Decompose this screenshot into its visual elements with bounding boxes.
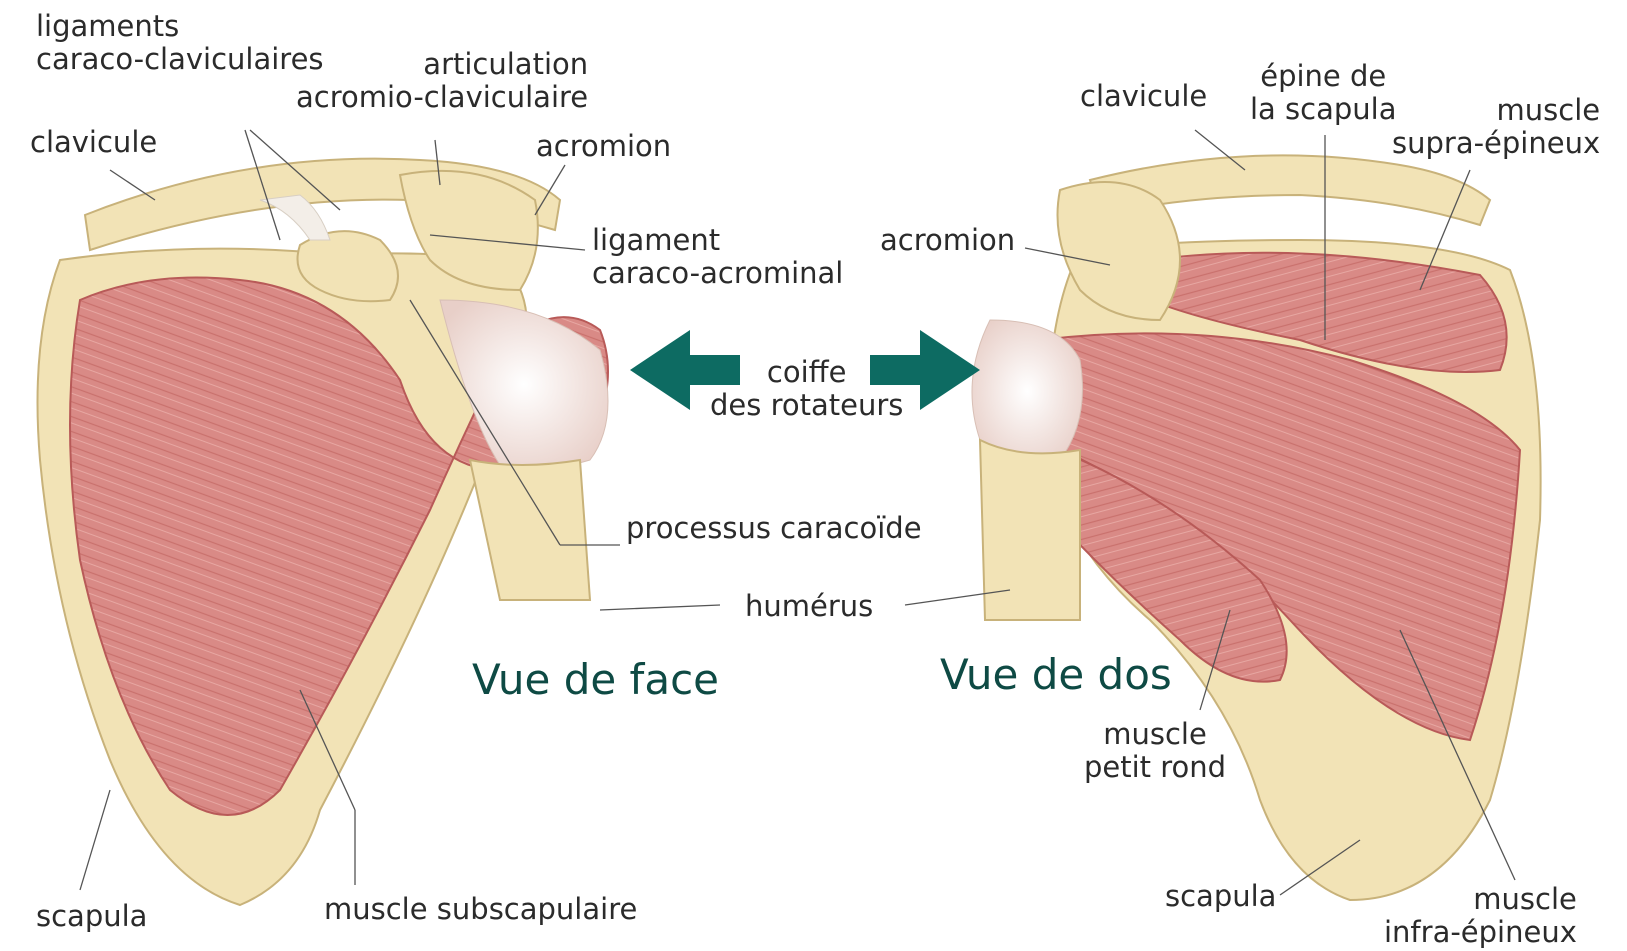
label-ac-joint: articulation acromio-claviculaire bbox=[296, 48, 588, 114]
label-text: muscle petit rond bbox=[1084, 718, 1226, 784]
front-view-title: Vue de face bbox=[472, 655, 719, 704]
label-text: ligaments caraco-claviculaires bbox=[36, 10, 324, 76]
label-back-acromion: acromion bbox=[880, 224, 1015, 257]
label-teres-minor: muscle petit rond bbox=[1084, 718, 1226, 784]
label-coraco-clavicular-ligaments: ligaments caraco-claviculaires bbox=[36, 10, 324, 76]
label-front-clavicle: clavicule bbox=[30, 126, 157, 159]
label-back-clavicle: clavicule bbox=[1080, 80, 1207, 113]
label-back-scapula: scapula bbox=[1165, 880, 1276, 913]
label-text: articulation acromio-claviculaire bbox=[296, 48, 588, 114]
label-humerus: humérus bbox=[745, 590, 873, 623]
label-text: ligament caraco-acrominal bbox=[592, 224, 843, 290]
back-view-title: Vue de dos bbox=[940, 650, 1172, 699]
back-humerus-bone bbox=[980, 440, 1080, 620]
label-text: épine de la scapula bbox=[1250, 60, 1397, 126]
label-coracoid: processus caracoïde bbox=[626, 512, 922, 545]
front-view-drawing bbox=[38, 159, 609, 905]
label-infraspinatus: muscle infra-épineux bbox=[1384, 883, 1577, 949]
label-supraspinatus: muscle supra-épineux bbox=[1392, 94, 1600, 160]
label-front-acromion: acromion bbox=[536, 130, 671, 163]
back-rotator-tendon bbox=[972, 320, 1083, 463]
label-rotator-cuff: coiffe des rotateurs bbox=[710, 356, 903, 422]
label-scapular-spine: épine de la scapula bbox=[1250, 60, 1397, 126]
label-text: muscle supra-épineux bbox=[1392, 94, 1600, 160]
label-subscapularis: muscle subscapulaire bbox=[324, 893, 637, 926]
label-front-scapula: scapula bbox=[36, 900, 147, 933]
label-text: coiffe des rotateurs bbox=[710, 356, 903, 422]
label-coraco-acromial: ligament caraco-acrominal bbox=[592, 224, 843, 290]
label-text: muscle infra-épineux bbox=[1384, 883, 1577, 949]
back-view-drawing bbox=[972, 155, 1541, 900]
front-humerus-bone bbox=[470, 460, 590, 600]
